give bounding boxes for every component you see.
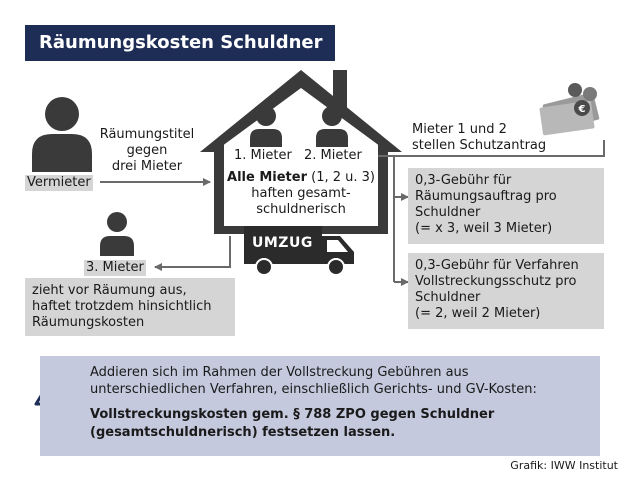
arrow-house-tenant3 <box>154 236 231 271</box>
tenant-3-label: 3. Mieter <box>84 260 146 276</box>
landlord-label: Vermieter <box>25 175 93 191</box>
tenant-3-note-line-3: Räumungskosten <box>32 315 145 330</box>
protection-line <box>378 140 605 157</box>
notice-line-2: unterschiedlichen Verfahren, einschließl… <box>90 382 537 397</box>
liability-line-2: haften gesamt- <box>251 186 351 201</box>
notice-box <box>40 356 600 456</box>
tenant-3-icon <box>100 212 134 256</box>
page-title: Räumungskosten Schuldner <box>25 25 335 61</box>
protection-line-1: Mieter 1 und 2 <box>412 122 507 137</box>
fee-box-1-line-1: 0,3-Gebühr für <box>415 173 512 188</box>
notice-bold-line-1: Vollstreckungskosten gem. § 788 ZPO gege… <box>90 407 495 422</box>
fee-box-protection: 0,3-Gebühr für Verfahren Vollstreckungss… <box>408 253 604 329</box>
tenant-1-label: 1. Mieter <box>234 148 292 163</box>
notice-content: Addieren sich im Rahmen der Vollstreckun… <box>90 364 537 442</box>
fee-box-2-line-2: Vollstreckungsschutz pro <box>415 274 577 289</box>
tenant-3-note-line-2: haftet trotzdem hinsichtlich <box>32 299 212 314</box>
tenant-2-icon <box>316 106 348 147</box>
fee-box-1-line-3: Schuldner <box>415 205 481 220</box>
truck-label: UMZUG <box>252 235 313 251</box>
liability-line-3: schuldnerisch <box>256 202 346 217</box>
notice-bold-line-2: (gesamtschuldnerisch) festsetzen lassen. <box>90 425 396 440</box>
fee-box-2-line-1: 0,3-Gebühr für Verfahren <box>415 258 579 273</box>
title-arrow-label: Räumungstitel gegen drei Mieter <box>92 127 202 175</box>
fee-box-2-line-3: Schuldner <box>415 290 481 305</box>
notice-line-1: Addieren sich im Rahmen der Vollstreckun… <box>90 365 469 380</box>
liability-line-1: Alle Mieter (1, 2 u. 3) <box>224 170 378 186</box>
liability-rest: (1, 2 u. 3) <box>306 170 375 185</box>
liability-text: Alle Mieter (1, 2 u. 3) haften gesamt- s… <box>224 170 378 218</box>
tenant-2-label: 2. Mieter <box>304 148 362 163</box>
landlord-icon <box>32 97 92 172</box>
fee-box-1-line-2: Räumungsauftrag pro <box>415 189 557 204</box>
money-icon: € <box>539 83 600 136</box>
protection-line-2: stellen Schutzantrag <box>412 138 547 153</box>
tenant-3-note: zieht vor Räumung aus, haftet trotzdem h… <box>25 278 235 336</box>
liability-bold: Alle Mieter <box>227 170 307 185</box>
fee-box-1-line-4: (= x 3, weil 3 Mieter) <box>415 221 553 236</box>
source-credit: Grafik: IWW Institut <box>510 459 618 472</box>
tenant-1-icon <box>250 106 282 147</box>
fee-box-2-line-4: (= 2, weil 2 Mieter) <box>415 306 541 321</box>
moving-truck-icon <box>244 226 354 276</box>
tenant-3-note-line-1: zieht vor Räumung aus, <box>32 283 187 298</box>
svg-text:€: € <box>578 104 586 115</box>
protection-text: Mieter 1 und 2 stellen Schutzantrag <box>412 122 546 154</box>
fee-box-eviction: 0,3-Gebühr für Räumungsauftrag pro Schul… <box>408 168 604 244</box>
arrow-text-line-1: Räumungstitel <box>99 127 195 142</box>
arrow-text-line-2: gegen <box>126 143 168 158</box>
arrow-text-line-3: drei Mieter <box>111 159 183 174</box>
